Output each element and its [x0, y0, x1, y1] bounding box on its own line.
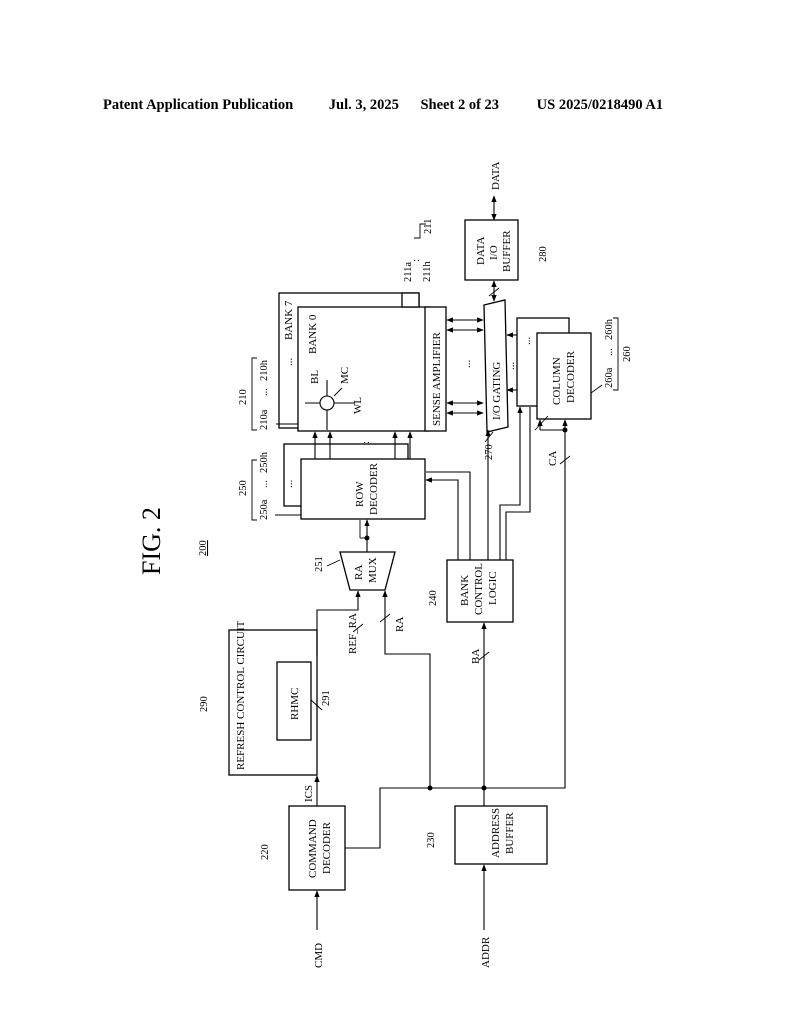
ba-signal-label: BA: [470, 649, 482, 664]
bank-dots: ...: [283, 358, 295, 367]
row-decoder-dots: ...: [283, 480, 295, 489]
figure-title: FIG. 2: [137, 507, 166, 575]
svg-text:...: ...: [461, 360, 473, 369]
row-decoder-ref-h: 250h: [259, 451, 270, 473]
bank-control-line1: BANK: [459, 575, 471, 606]
sense-amp-ref-dots: :: [411, 259, 422, 262]
ref-ra-signal-label: REF_RA: [347, 613, 359, 654]
command-decoder-ref: 220: [260, 844, 271, 860]
addr-signal-label: ADDR: [480, 936, 492, 968]
page-header: Patent Application Publication Jul. 3, 2…: [103, 97, 663, 114]
row-decoder-ref: 250: [238, 480, 249, 496]
bank-ref: 210: [238, 389, 249, 405]
address-buffer: ADDRESS BUFFER 230: [426, 805, 548, 865]
figure-ref: 200: [198, 540, 209, 556]
command-decoder-line1: COMMAND: [307, 819, 319, 878]
io-gating: I/O GATING 270: [483, 299, 509, 460]
sense-amp-ref-h: 211h: [422, 261, 433, 282]
bank-ref-a: 210a: [259, 409, 270, 430]
column-decoder-dots: ...: [521, 337, 533, 346]
wl-label: WL: [352, 397, 364, 414]
bank7-label: BANK 7: [283, 300, 295, 340]
memory-bank-array: BANK 7 BANK 0 ... BL MC WL 210 210a ... …: [238, 292, 430, 432]
sense-amp-label: SENSE AMPLIFIER: [431, 332, 443, 426]
sense-amp-ref-a: 211a: [403, 262, 414, 282]
column-decoder: COLUMN DECODER ... 260a ... 260h 260: [516, 317, 633, 420]
ra-mux-line2: MUX: [367, 557, 379, 583]
bank-ref-h: 210h: [259, 359, 270, 381]
bank-control-ref: 240: [428, 590, 439, 606]
data-io-buffer-line1: DATA: [475, 236, 487, 265]
column-decoder-line2: DECODER: [565, 350, 577, 403]
publication-date: Jul. 3, 2025: [328, 97, 399, 113]
sense-amp-ref: 211: [423, 219, 434, 234]
refresh-control-label: REFRESH CONTROL CIRCUIT: [235, 620, 247, 770]
column-decoder-ref: 260: [622, 346, 633, 362]
bank-control-line3: LOGIC: [487, 571, 499, 605]
publication-label: Patent Application Publication: [103, 97, 294, 113]
data-io-buffer-ref: 280: [538, 246, 549, 262]
bl-label: BL: [309, 370, 321, 384]
bank-control-logic: BANK CONTROL LOGIC 240: [428, 559, 514, 623]
column-decoder-ref-h: 260h: [604, 318, 615, 340]
rhmc-label: RHMC: [289, 688, 301, 720]
refresh-control-ref: 290: [199, 696, 210, 712]
data-signal-label: DATA: [490, 161, 502, 190]
bank-ref-dots: ...: [259, 388, 270, 396]
rhmc-block: RHMC 291: [276, 661, 332, 741]
svg-text::: :: [360, 441, 372, 444]
address-buffer-line1: ADDRESS: [490, 808, 502, 858]
mc-label: MC: [339, 367, 351, 384]
command-decoder: COMMAND DECODER 220: [260, 805, 346, 891]
row-decoder-ref-a: 250a: [259, 499, 270, 520]
ra-mux: RA MUX 251: [314, 551, 396, 591]
sense-amplifier: SENSE AMPLIFIER 211a : 211h 211: [401, 219, 447, 432]
ca-signal-label: CA: [547, 451, 559, 466]
column-decoder-line1: COLUMN: [551, 357, 563, 405]
ra-mux-line1: RA: [353, 565, 365, 580]
address-buffer-ref: 230: [426, 832, 437, 848]
data-io-buffer-line3: BUFFER: [501, 230, 513, 272]
connections: : ... ...: [312, 195, 571, 930]
io-gating-label: I/O GATING: [491, 362, 503, 420]
sheet-number: Sheet 2 of 23: [420, 97, 500, 113]
row-decoder-line1: ROW: [354, 481, 366, 507]
ics-signal-label: ICS: [303, 785, 315, 802]
svg-text:...: ...: [505, 362, 517, 371]
column-decoder-ref-dots: ...: [604, 348, 615, 356]
memory-cell-icon: [319, 395, 335, 411]
patent-number: US 2025/0218490 A1: [536, 97, 664, 113]
row-decoder-line2: DECODER: [368, 462, 380, 515]
cmd-signal-label: CMD: [313, 943, 325, 968]
column-decoder-ref-a: 260a: [604, 367, 615, 388]
row-decoder: ROW DECODER ... 250 250a ... 250h: [238, 443, 426, 521]
row-decoder-ref-dots: ...: [259, 480, 270, 488]
bank0-label: BANK 0: [307, 314, 319, 354]
rhmc-ref: 291: [321, 690, 332, 706]
bank-control-line2: CONTROL: [473, 563, 485, 615]
ra-signal-label: RA: [394, 617, 406, 632]
command-decoder-line2: DECODER: [321, 821, 333, 874]
data-io-buffer: DATA I/O BUFFER 280: [464, 219, 549, 281]
data-io-buffer-line2: I/O: [488, 245, 500, 260]
io-gating-ref: 270: [484, 444, 495, 460]
address-buffer-line2: BUFFER: [504, 812, 516, 854]
ra-mux-ref: 251: [314, 556, 325, 572]
